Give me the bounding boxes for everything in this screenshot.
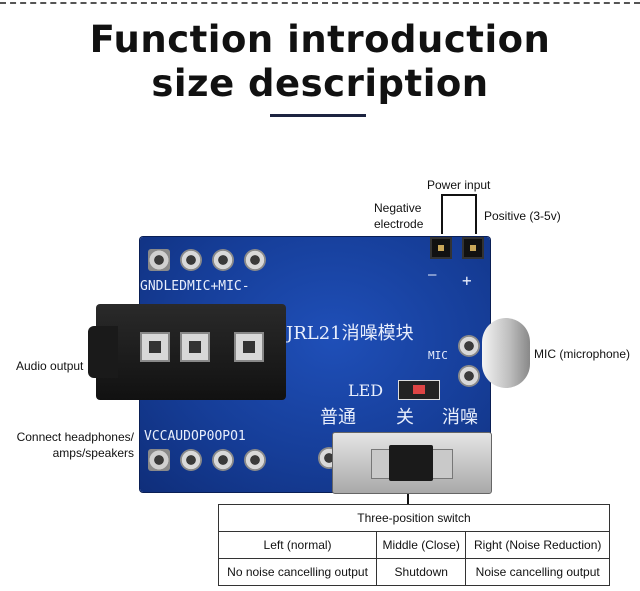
jack-pad-1: [140, 332, 170, 362]
page-title-line-2: size description: [151, 62, 489, 105]
jack-pad-2: [180, 332, 210, 362]
mic-silkscreen: MIC: [428, 349, 448, 362]
bottom-pin-silkscreen: VCCAUDOP0OPO1: [144, 429, 246, 444]
microphone: [482, 318, 530, 388]
switch-mark-off: 关: [396, 407, 414, 428]
switch-table-header: Three-position switch: [218, 504, 610, 532]
position-left: Left (normal): [217, 531, 378, 559]
page-title-line-1: Function introduction: [89, 18, 551, 61]
switch-spec-table: Three-position switch Left (normal) Midd…: [217, 504, 610, 586]
led-indicator: [398, 380, 440, 400]
position-right: Right (Noise Reduction): [465, 531, 610, 559]
vcc-pin-hole: [148, 449, 170, 471]
title-underline: [270, 114, 366, 117]
three-position-switch: [332, 432, 492, 494]
audio-output-label: Audio output: [16, 359, 84, 373]
mic-plus-pin-hole: [212, 249, 234, 271]
connect-headphones-label: Connect headphones/ amps/speakers: [16, 430, 134, 460]
position-middle: Middle (Close): [376, 531, 467, 559]
module-model-silkscreen: JRL21消噪模块: [286, 323, 414, 344]
power-pointer-right: [475, 194, 477, 234]
top-dashed-divider: [0, 2, 640, 4]
jack-pad-3: [234, 332, 264, 362]
mic-solder-top: [458, 335, 480, 357]
audo-pin-hole: [180, 449, 202, 471]
positive-label: Positive (3-5v): [484, 209, 561, 223]
function-right: Noise cancelling output: [465, 558, 610, 586]
p01-pin-hole: [244, 449, 266, 471]
power-header-negative-pin: [430, 237, 452, 259]
power-pointer-top: [441, 194, 476, 196]
top-pin-silkscreen: GNDLEDMIC+MIC-: [140, 279, 250, 294]
power-input-label: Power input: [427, 178, 491, 192]
switch-mark-noise-cancel: 消噪: [442, 407, 478, 428]
switch-mark-normal: 普通: [320, 407, 356, 428]
led-silkscreen: LED: [348, 381, 384, 400]
audio-jack-barrel: [88, 326, 118, 378]
function-middle: Shutdown: [376, 558, 467, 586]
power-header-positive-pin: [462, 237, 484, 259]
mic-label: MIC (microphone): [534, 347, 631, 361]
mic-minus-pin-hole: [244, 249, 266, 271]
positive-silkscreen: +: [462, 271, 472, 290]
p00-pin-hole: [212, 449, 234, 471]
mic-solder-bottom: [458, 365, 480, 387]
gnd-pin-hole: [148, 249, 170, 271]
negative-silkscreen: —: [428, 267, 437, 283]
function-left: No noise cancelling output: [217, 558, 378, 586]
led-pin-hole: [180, 249, 202, 271]
switch-knob: [389, 445, 433, 481]
power-pointer-left: [441, 194, 443, 234]
audio-jack: [88, 304, 286, 400]
negative-electrode-label: Negative electrode: [374, 201, 424, 231]
